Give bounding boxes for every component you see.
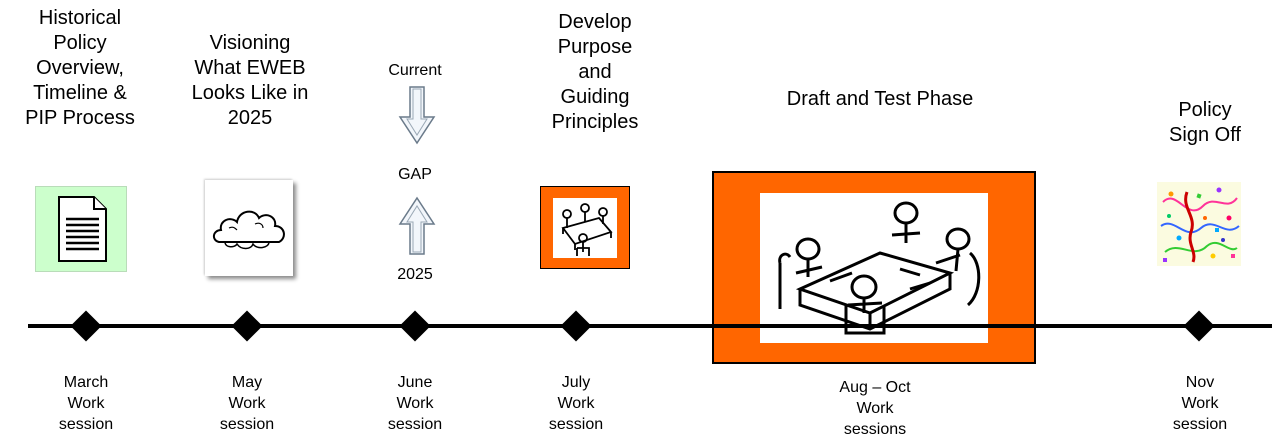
meeting-large-icon	[712, 171, 1036, 364]
milestone-label-march: March Work session	[58, 374, 114, 433]
gap-current-label: Current	[388, 62, 442, 79]
arrow-up-icon	[398, 196, 436, 255]
timeline-line	[28, 324, 1272, 328]
arrow-down-icon	[398, 86, 436, 145]
meeting-icon	[540, 186, 630, 269]
gap-label: GAP	[398, 166, 432, 183]
milestone-title-aug-oct: Draft and Test Phase	[786, 88, 974, 110]
confetti-icon	[1157, 182, 1241, 266]
milestone-label-may: May Work session	[219, 374, 275, 433]
milestone-label-july: July Work session	[548, 374, 604, 433]
milestone-title-nov: Policy Sign Off	[1169, 99, 1241, 146]
gap-year-label: 2025	[397, 266, 433, 283]
milestone-label-june: June Work session	[387, 374, 443, 433]
document-icon	[35, 186, 127, 272]
milestone-label-aug-oct: Aug – Oct Work sessions	[839, 379, 911, 438]
milestone-title-may: Visioning What EWEB Looks Like in 2025	[191, 32, 309, 129]
milestone-label-nov: Nov Work session	[1172, 374, 1228, 433]
cloud-icon	[205, 180, 293, 276]
milestone-title-july: Develop Purpose and Guiding Principles	[551, 11, 639, 133]
milestone-title-march: Historical Policy Overview, Timeline & P…	[25, 7, 135, 129]
